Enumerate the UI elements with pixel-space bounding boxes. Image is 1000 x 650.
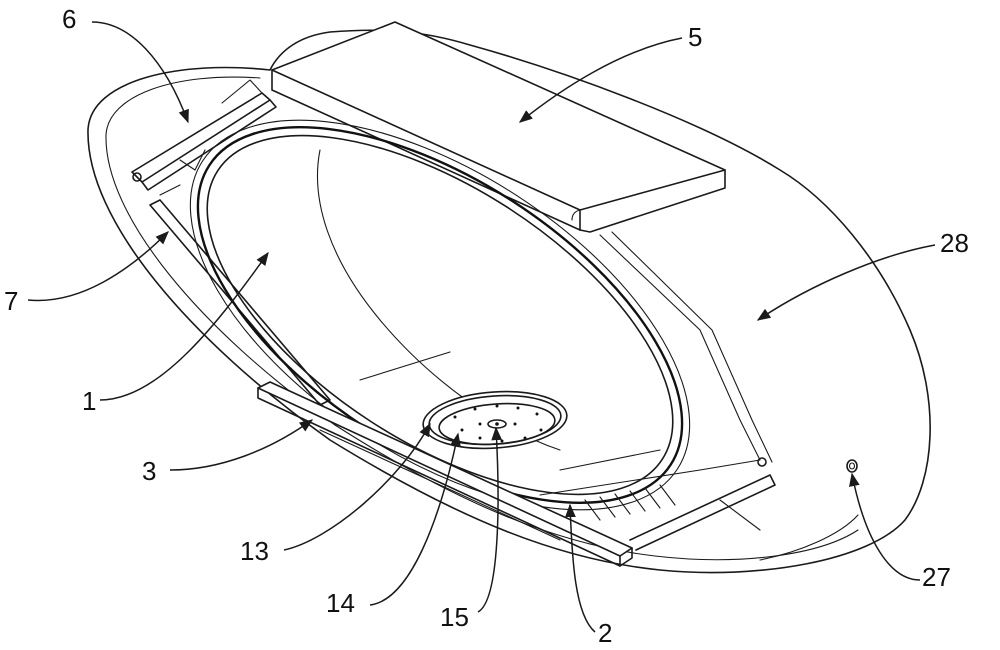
- label-1: 1: [82, 386, 96, 416]
- label-28: 28: [940, 228, 969, 258]
- label-14: 14: [326, 588, 355, 618]
- label-3: 3: [142, 456, 156, 486]
- label-6: 6: [62, 4, 76, 34]
- upper-left-arm: [131, 79, 277, 191]
- port: [846, 459, 858, 473]
- label-7: 7: [4, 286, 18, 316]
- disc-holes: [453, 404, 543, 443]
- lower-assembly: [539, 457, 776, 551]
- label-27: 27: [922, 562, 951, 592]
- leader-lines: [27, 21, 936, 633]
- rotary-disc: [422, 390, 568, 450]
- reference-numerals: 6 5 7 28 1 3 13 14 15 2 27: [4, 4, 969, 648]
- label-13: 13: [240, 536, 269, 566]
- outer-housing: [87, 29, 931, 574]
- label-5: 5: [688, 22, 702, 52]
- label-2: 2: [598, 618, 612, 648]
- label-15: 15: [440, 602, 469, 632]
- left-bracket: [149, 184, 331, 406]
- right-support: [599, 231, 773, 463]
- bottom-plate: [257, 381, 633, 567]
- top-plate: [271, 21, 726, 233]
